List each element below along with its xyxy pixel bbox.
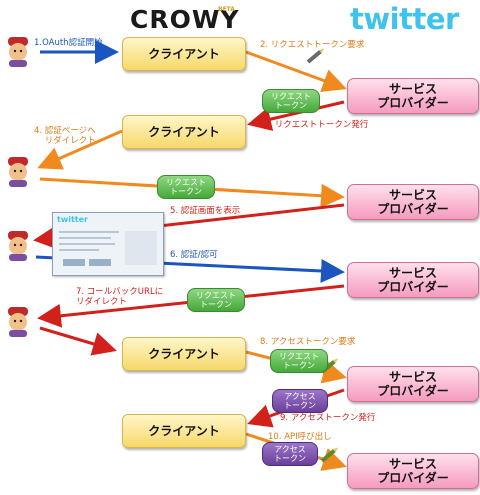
user-avatar: [8, 37, 28, 67]
step-6-label: 6. 認証/認可: [170, 250, 218, 260]
auth-screen-line: [125, 231, 157, 265]
step-2-label: 2. リクエストトークン要求: [260, 40, 365, 50]
provider-box: サービス プロバイダー: [347, 366, 479, 402]
client-box: クライアント: [122, 414, 246, 448]
client-box: クライアント: [122, 115, 246, 149]
auth-screen-line: [59, 243, 115, 245]
user-avatar: [8, 157, 28, 187]
arrow-7b: [39, 326, 117, 356]
user-avatar: [8, 231, 28, 261]
request-token-badge: リクエスト トークン: [187, 288, 245, 312]
user-avatar: [8, 307, 28, 337]
request-token-badge: リクエスト トークン: [157, 175, 215, 199]
access-token-badge: アクセス トークン: [262, 442, 318, 466]
step-7-label: 7. コールバックURLに リダイレクト: [76, 287, 164, 307]
auth-screen-line: [59, 231, 119, 233]
crowy-beta-badge: BETA: [218, 6, 235, 13]
provider-box: サービス プロバイダー: [347, 262, 479, 298]
auth-screen-thumbnail: twitter: [52, 212, 164, 276]
auth-screen-line: [63, 259, 85, 266]
request-token-badge: リクエスト トークン: [270, 349, 328, 373]
pen-icon: [320, 447, 339, 463]
auth-screen-logo: twitter: [57, 215, 88, 224]
provider-box: サービス プロバイダー: [347, 453, 479, 489]
access-token-badge: アクセス トークン: [272, 389, 328, 413]
auth-screen-line: [89, 259, 111, 266]
request-token-badge: リクエスト トークン: [262, 89, 320, 113]
crowy-logo: CROWY: [130, 5, 240, 34]
step-3-label: 3. リクエストトークン発行: [264, 120, 369, 130]
step-9-label: 9. アクセストークン発行: [280, 413, 376, 423]
auth-screen-line: [59, 237, 111, 239]
step-5-label: 5. 認証画面を表示: [170, 206, 241, 216]
arrow-4: [37, 129, 123, 170]
twitter-logo: twitter: [350, 2, 459, 36]
pen-icon: [306, 48, 325, 64]
step-10-label: 10. API呼び出し: [268, 432, 332, 442]
client-box: クライアント: [122, 37, 246, 71]
arrow-2: [245, 50, 347, 93]
auth-screen-line: [59, 249, 99, 251]
client-box: クライアント: [122, 337, 246, 371]
step-8-label: 8. アクセストークン要求: [260, 337, 356, 347]
provider-box: サービス プロバイダー: [347, 78, 479, 114]
arrow-3: [247, 100, 345, 131]
provider-box: サービス プロバイダー: [347, 184, 479, 220]
step-4-label: 4. 認証ページへ リダイレクト: [34, 126, 96, 146]
step-1-label: 1.OAuth認証開始: [34, 38, 103, 48]
